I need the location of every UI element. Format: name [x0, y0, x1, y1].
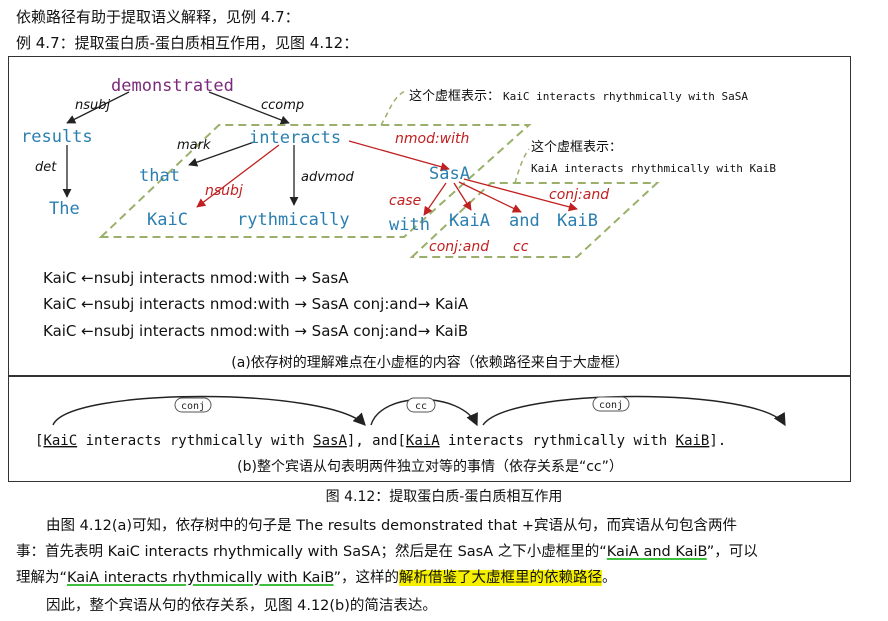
- word-demonstrated: demonstrated: [111, 76, 234, 96]
- p2-text-b: ”，可以: [706, 544, 758, 560]
- arc-label-box-1: [174, 397, 212, 413]
- edge-case: [423, 182, 447, 216]
- big-box-note-prefix: 这个虚框表示：: [409, 88, 500, 104]
- sent-mid-1: interacts rythmically with: [77, 433, 313, 449]
- arc-label-cc: cc: [415, 401, 427, 412]
- figure-a-caption: (a)依存树的理解难点在小虚框的内容（依赖路径来自于大虚框）: [231, 354, 629, 371]
- sent-kaib: KaiB: [676, 433, 710, 449]
- sent-close-1: ], and[: [347, 433, 406, 449]
- word-interacts: interacts: [249, 128, 341, 148]
- p3-highlight: 解析借鉴了大虚框里的依赖路径: [399, 570, 603, 586]
- p3-text-c: 。: [602, 570, 617, 586]
- paragraph-line-1: 由图 4.12(a)可知，依存树中的句子是 The results demons…: [46, 518, 737, 534]
- edge-cc: [458, 181, 522, 213]
- arc-label-box-2: [406, 397, 436, 413]
- label-advmod: advmod: [301, 170, 355, 185]
- arc-label-conj-2: conj: [599, 400, 623, 411]
- sent-sasa: SasA: [313, 433, 347, 449]
- edge-ccomp: [208, 91, 290, 125]
- figure-b-caption: (b)整个宾语从句表明两件独立对等的事情（依存关系是“cc”）: [237, 458, 623, 475]
- small-box-pointer: [514, 148, 530, 184]
- label-det: det: [35, 160, 57, 175]
- big-dashed-box: [98, 124, 532, 238]
- small-box-note-text: KaiA interacts rhythmically with KaiB: [531, 162, 776, 175]
- edge-mark: [188, 141, 255, 167]
- sent-open-1: [: [35, 433, 43, 449]
- conj-arc-diagram: conj cc conj [KaiC interacts rythmically…: [35, 395, 786, 475]
- p3-text-b: ”，这样的: [333, 570, 400, 586]
- label-nsubj: nsubj: [75, 98, 111, 113]
- p3-text-a: 理解为“: [16, 570, 68, 586]
- edge-conj-kaib: [463, 178, 578, 212]
- path-line-1: KaiC ←nsubj interacts nmod:with → SasA: [43, 269, 349, 287]
- p2-underlined: KaiA and KaiB: [606, 544, 707, 560]
- intro-line-1: 依赖路径有助于提取语义解释，见例 4.7：: [16, 8, 300, 26]
- arc-conj-1: [52, 395, 366, 426]
- figure-a-panel: demonstrated results The interacts that …: [8, 56, 851, 376]
- word-that: that: [139, 166, 180, 186]
- word-and: and: [509, 211, 540, 231]
- arc-label-box-3: [592, 396, 630, 412]
- path-line-2: KaiC ←nsubj interacts nmod:with → SasA c…: [43, 295, 469, 313]
- label-nsubj-red: nsubj: [205, 183, 243, 199]
- p2-text-a: 事：首先表明 KaiC interacts rhythmically with …: [16, 544, 607, 560]
- edge-nsubj-red: [196, 144, 280, 208]
- label-nmod-with: nmod:with: [395, 131, 469, 147]
- label-ccomp: ccomp: [261, 98, 304, 113]
- small-box-note-prefix: 这个虚框表示：: [531, 139, 622, 155]
- label-case: case: [389, 193, 421, 209]
- word-kaib: KaiB: [557, 211, 598, 231]
- word-kaic: KaiC: [147, 210, 188, 230]
- word-rythmically: rythmically: [237, 210, 350, 230]
- word-with: with: [389, 215, 430, 235]
- intro-line-2: 例 4.7：提取蛋白质-蛋白质相互作用，见图 4.12：: [16, 34, 359, 52]
- word-kaia: KaiA: [449, 211, 490, 231]
- big-box-pointer: [380, 90, 406, 126]
- edge-conj-kaia: [453, 182, 472, 211]
- word-the: The: [49, 199, 80, 219]
- sent-kaic: KaiC: [43, 433, 77, 449]
- big-box-note-text: KaiC interacts rhythmically with SaSA: [503, 90, 748, 103]
- word-sasa: SasA: [429, 164, 470, 184]
- word-results: results: [21, 127, 93, 147]
- label-cc: cc: [513, 239, 529, 255]
- paragraph-line-2: 事：首先表明 KaiC interacts rhythmically with …: [16, 540, 758, 561]
- figure-b-panel: conj cc conj [KaiC interacts rythmically…: [8, 376, 851, 482]
- p3-underlined: KaiA interacts rhythmically with KaiB: [67, 570, 334, 586]
- path-line-3: KaiC ←nsubj interacts nmod:with → SasA c…: [43, 322, 468, 340]
- sent-kaia: KaiA: [406, 433, 440, 449]
- edge-nsubj: [66, 91, 130, 124]
- label-mark: mark: [177, 138, 211, 153]
- figure-caption: 图 4.12：提取蛋白质-蛋白质相互作用: [325, 489, 563, 505]
- paragraph-line-4: 因此，整个宾语从句的依存关系，见图 4.12(b)的简洁表达。: [46, 598, 437, 614]
- edge-nmod-with: [348, 140, 450, 172]
- sent-mid-2: interacts rythmically with: [440, 433, 676, 449]
- label-conj-and-bottom: conj:and: [429, 239, 489, 255]
- sent-close-2: ].: [709, 433, 726, 449]
- paragraph-line-3: 理解为“KaiA interacts rhythmically with Kai…: [16, 566, 617, 587]
- example-sentence: [KaiC interacts rythmically with SasA], …: [35, 433, 726, 449]
- arc-conj-2: [482, 395, 786, 427]
- label-conj-and-top: conj:and: [549, 187, 609, 203]
- dependency-tree-diagram: demonstrated results The interacts that …: [21, 76, 776, 371]
- arc-label-conj-1: conj: [181, 401, 205, 412]
